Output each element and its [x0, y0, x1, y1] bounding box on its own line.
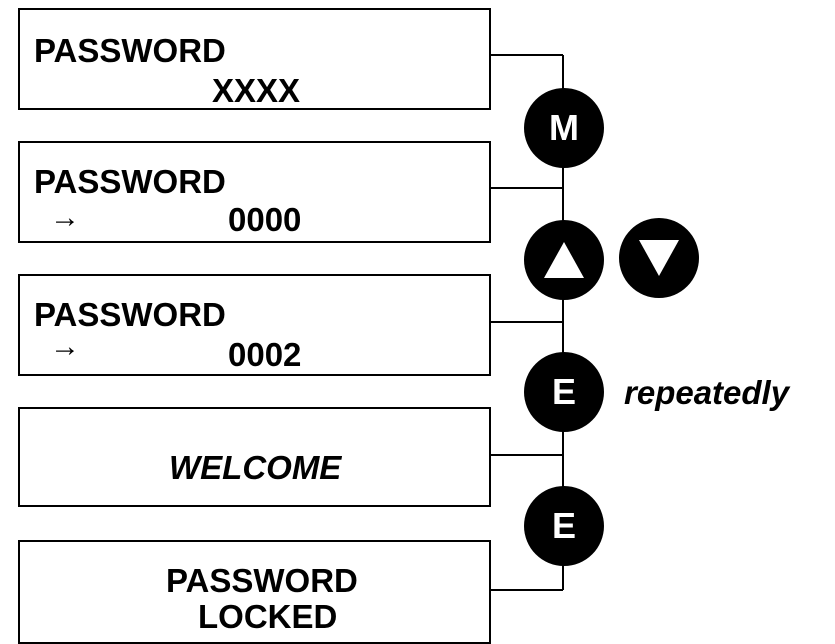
right-arrow-icon: → [50, 330, 80, 363]
menu-key-label: M [549, 107, 579, 148]
display-screen-password-masked: PASSWORD XXXX [18, 8, 491, 110]
enter-key-label: E [551, 371, 576, 412]
screen-title: WELCOME [169, 449, 342, 486]
display-screen-password-edited: PASSWORD → 0002 [18, 274, 491, 376]
enter-key-label: E [551, 505, 576, 546]
screen-value: XXXX [212, 72, 301, 109]
down-key[interactable] [619, 218, 699, 298]
screen-title: PASSWORD [34, 163, 226, 200]
display-screen-password-entry: PASSWORD → 0000 [18, 141, 491, 243]
menu-key[interactable]: M [524, 88, 604, 168]
screen-title: PASSWORD [166, 562, 358, 599]
down-triangle-icon [639, 240, 679, 276]
repeatedly-note: repeatedly [624, 374, 790, 411]
screen-title: PASSWORD [34, 296, 226, 333]
screen-value: LOCKED [198, 598, 338, 635]
display-screen-welcome: WELCOME [18, 407, 491, 507]
up-triangle-icon [544, 242, 584, 278]
right-arrow-icon: → [50, 201, 80, 234]
up-key[interactable] [524, 220, 604, 300]
enter-key-repeated[interactable]: E [524, 352, 604, 432]
screen-value: 0000 [228, 201, 302, 238]
screen-title: PASSWORD [34, 32, 226, 69]
display-screen-password-locked: PASSWORD LOCKED [18, 540, 491, 644]
enter-key[interactable]: E [524, 486, 604, 566]
screen-value: 0002 [228, 336, 302, 373]
